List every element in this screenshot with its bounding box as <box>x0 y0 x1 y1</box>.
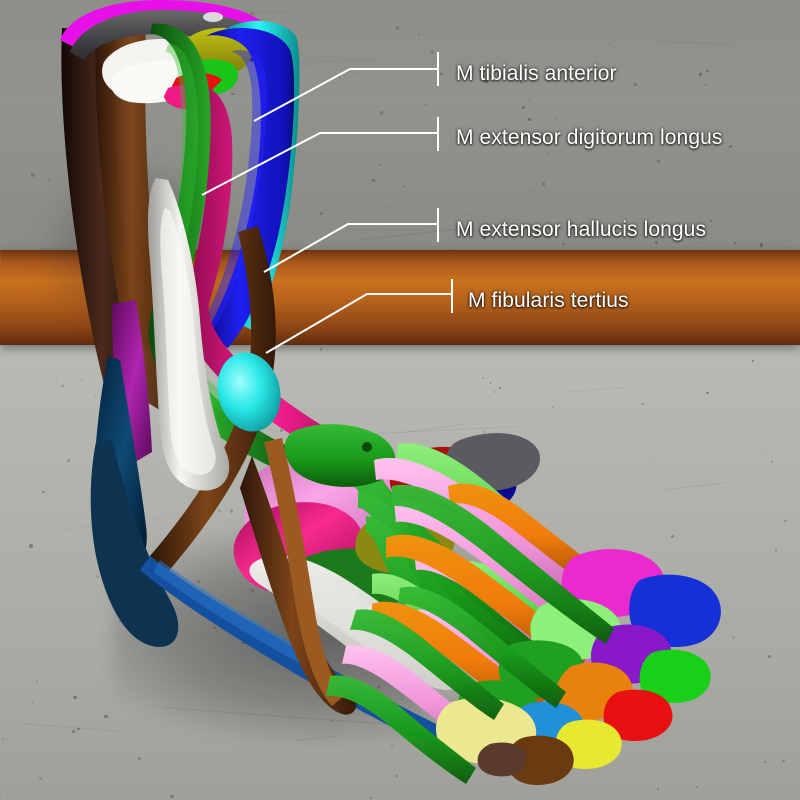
texture-speck <box>29 544 33 548</box>
texture-speck <box>77 727 80 730</box>
texture-speck <box>431 51 435 55</box>
texture-speck <box>733 242 736 245</box>
texture-speck <box>782 759 785 762</box>
texture-speck <box>6 518 8 520</box>
texture-speck <box>704 83 707 86</box>
label-extensor-hallucis-longus: M extensor hallucis longus <box>456 218 707 241</box>
texture-speck <box>61 384 65 388</box>
texture-speck <box>562 243 565 246</box>
texture-speck <box>38 777 42 781</box>
texture-speck <box>699 73 702 76</box>
texture-speck <box>72 729 76 733</box>
texture-speck <box>647 134 649 136</box>
label-tibialis-anterior: M tibialis anterior <box>456 62 617 85</box>
tendon-strands-foreground <box>326 484 614 784</box>
texture-speck <box>440 72 444 76</box>
texture-speck <box>541 182 546 186</box>
texture-speck <box>32 701 34 704</box>
ankle-cyan-blob <box>217 352 281 432</box>
texture-speck <box>484 79 488 83</box>
texture-speck <box>706 69 709 73</box>
texture-speck <box>67 458 70 462</box>
texture-speck <box>395 26 400 30</box>
toe-phalanges <box>435 549 721 786</box>
texture-speck <box>42 490 45 494</box>
texture-speck <box>251 11 255 15</box>
texture-speck <box>11 59 13 61</box>
texture-speck <box>774 548 778 552</box>
texture-speck <box>55 380 58 382</box>
texture-speck <box>770 460 773 463</box>
texture-speck <box>2 738 5 741</box>
texture-speck <box>174 138 177 141</box>
texture-speck <box>94 395 97 397</box>
texture-speck <box>546 152 550 156</box>
texture-speck <box>706 391 709 395</box>
texture-speck <box>483 235 487 240</box>
texture-speck <box>498 387 501 390</box>
texture-speck <box>784 519 787 522</box>
texture-speck <box>551 405 554 409</box>
texture-speck <box>104 714 108 719</box>
texture-speck <box>519 80 523 84</box>
texture-speck <box>554 117 557 119</box>
texture-speck <box>527 99 530 102</box>
texture-speck <box>522 105 526 109</box>
texture-speck <box>319 211 323 215</box>
texture-speck <box>450 248 452 250</box>
texture-speck <box>759 243 764 247</box>
texture-speck <box>528 117 532 121</box>
texture-speck <box>73 696 77 700</box>
texture-speck <box>418 34 420 36</box>
texture-speck <box>231 92 234 96</box>
texture-speck <box>766 453 769 456</box>
texture-speck <box>533 188 536 191</box>
texture-speck <box>764 761 767 764</box>
texture-speck <box>331 15 333 18</box>
texture-speck <box>657 160 661 164</box>
texture-speck <box>7 796 10 799</box>
texture-speck <box>751 360 754 363</box>
texture-speck <box>95 575 99 579</box>
texture-speck <box>35 679 38 682</box>
texture-speck <box>786 240 789 242</box>
texture-speck <box>764 791 767 793</box>
texture-speck <box>48 178 51 181</box>
texture-speck <box>701 241 703 244</box>
texture-speck <box>641 402 644 405</box>
texture-speck <box>728 144 732 149</box>
texture-speck <box>219 93 221 95</box>
plantar-blue-band-hi <box>154 560 330 676</box>
texture-speck <box>709 220 712 222</box>
label-extensor-digitorum-longus: M extensor digitorum longus <box>456 126 723 149</box>
texture-speck <box>663 173 666 176</box>
texture-speck <box>608 43 611 45</box>
tendon-brown-hallux-2 <box>264 438 344 706</box>
label-fibularis-tertius: M fibularis tertius <box>468 289 629 312</box>
tendon-brown-hallux <box>240 456 357 715</box>
texture-speck <box>469 196 471 198</box>
texture-speck <box>81 671 83 673</box>
ankle-posterior-muscles <box>90 300 179 647</box>
texture-speck <box>493 390 497 394</box>
texture-speck <box>30 173 35 177</box>
texture-speck <box>481 376 484 379</box>
texture-speck <box>634 83 638 87</box>
texture-speck <box>489 382 492 385</box>
texture-speck <box>655 241 659 245</box>
bone-tibia-distal <box>148 178 230 491</box>
texture-speck <box>234 93 237 96</box>
texture-speck <box>767 655 771 658</box>
